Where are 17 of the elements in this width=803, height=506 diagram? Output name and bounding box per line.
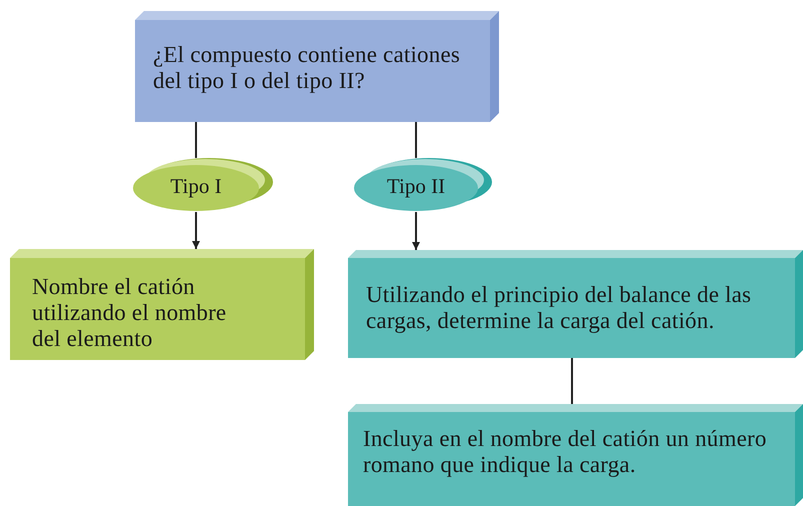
box-text: Utilizando el principio del balance de las cargas, determine la carga del catión.: [366, 282, 752, 334]
option-label: Tipo I: [169, 174, 223, 198]
arrow: [412, 212, 420, 250]
box-text: Incluya en el nombre del catión un número romano que indique la carga.: [363, 426, 768, 478]
process-box: [10, 249, 314, 360]
decision-oval: [354, 158, 492, 212]
connector-line: [415, 122, 417, 158]
connector-line: [195, 122, 197, 158]
process-box: [348, 404, 803, 506]
arrow: [192, 212, 200, 249]
decision-oval: [133, 158, 273, 212]
option-label: Tipo II: [386, 174, 446, 198]
process-box: [135, 11, 499, 122]
connector-line: [571, 358, 573, 404]
box-text: Nombre el catión utilizando el nombre del elemento: [32, 274, 228, 352]
box-text: ¿El compuesto contiene cationes del tipo I o del tipo II?: [153, 42, 462, 94]
process-box: [348, 250, 803, 358]
